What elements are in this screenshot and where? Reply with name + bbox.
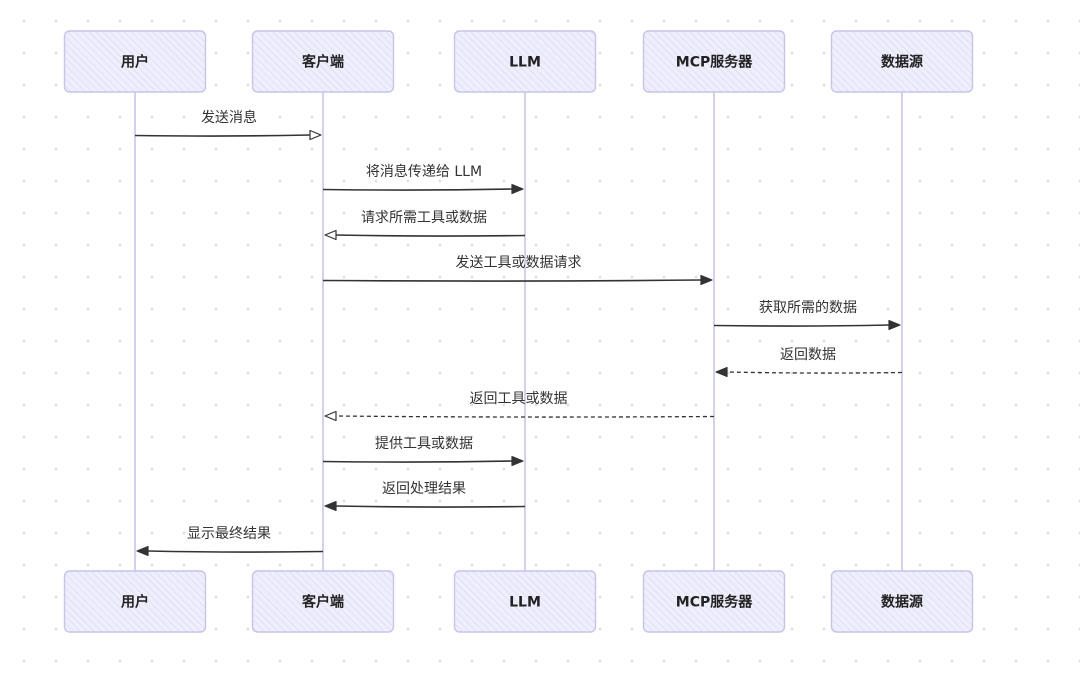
message-line (322, 279, 702, 282)
message-line (335, 234, 526, 237)
message-1: 发送消息 (134, 109, 322, 141)
participant-bottom-data-source: 数据源 (830, 570, 974, 633)
participant-label-mcp-server: MCP服务器 (676, 54, 753, 71)
message-label: 发送消息 (201, 109, 257, 126)
participant-label-user: 用户 (121, 594, 149, 611)
message-10: 显示最终结果 (136, 526, 324, 557)
message-label: 请求所需工具或数据 (361, 210, 487, 226)
message-8: 提供工具或数据 (322, 436, 524, 467)
message-5: 获取所需的数据 (713, 300, 901, 331)
message-line (335, 505, 526, 508)
arrowhead-icon (324, 229, 337, 241)
message-line (134, 134, 311, 137)
message-label: 返回数据 (780, 347, 836, 363)
arrowhead-icon (511, 455, 524, 467)
participant-label-llm: LLM (509, 55, 541, 71)
message-9: 返回处理结果 (324, 481, 526, 512)
participant-bottom-llm: LLM (453, 570, 597, 633)
participant-label-client: 客户端 (301, 594, 344, 611)
participant-bottom-user: 用户 (63, 570, 207, 633)
participant-top-client: 客户端 (251, 30, 395, 93)
message-line (322, 188, 513, 191)
message-label: 将消息传递给 LLM (366, 163, 482, 180)
arrowhead-icon (136, 545, 149, 557)
message-line (335, 415, 715, 418)
participant-label-data-source: 数据源 (881, 54, 923, 71)
participant-top-llm: LLM (453, 30, 597, 93)
message-4: 发送工具或数据请求 (322, 255, 713, 286)
message-label: 返回处理结果 (382, 481, 466, 497)
message-3: 请求所需工具或数据 (324, 210, 526, 241)
arrowhead-icon (715, 366, 728, 378)
arrowhead-icon (888, 319, 901, 331)
message-line (147, 550, 324, 553)
message-2: 将消息传递给 LLM (322, 163, 524, 195)
message-label: 提供工具或数据 (375, 436, 473, 452)
message-label: 获取所需的数据 (759, 300, 857, 316)
arrowhead-icon (511, 183, 524, 195)
message-line (726, 371, 903, 374)
message-label: 发送工具或数据请求 (456, 255, 582, 271)
participant-top-user: 用户 (63, 30, 207, 93)
message-label: 返回工具或数据 (470, 391, 568, 407)
participant-label-data-source: 数据源 (881, 594, 923, 611)
arrowhead-icon (700, 274, 713, 286)
message-6: 返回数据 (715, 347, 903, 378)
message-line (713, 324, 890, 327)
message-7: 返回工具或数据 (324, 391, 715, 422)
participant-label-user: 用户 (121, 54, 149, 71)
participant-bottom-mcp-server: MCP服务器 (642, 570, 786, 633)
arrowhead-icon (324, 410, 337, 422)
participant-label-client: 客户端 (301, 54, 344, 71)
participant-label-mcp-server: MCP服务器 (676, 594, 753, 611)
participant-top-data-source: 数据源 (830, 30, 974, 93)
message-label: 显示最终结果 (187, 526, 271, 542)
participant-label-llm: LLM (509, 595, 541, 611)
arrowhead-icon (309, 129, 322, 141)
participant-top-mcp-server: MCP服务器 (642, 30, 786, 93)
participant-bottom-client: 客户端 (251, 570, 395, 633)
message-line (322, 460, 513, 463)
arrowhead-icon (324, 500, 337, 512)
